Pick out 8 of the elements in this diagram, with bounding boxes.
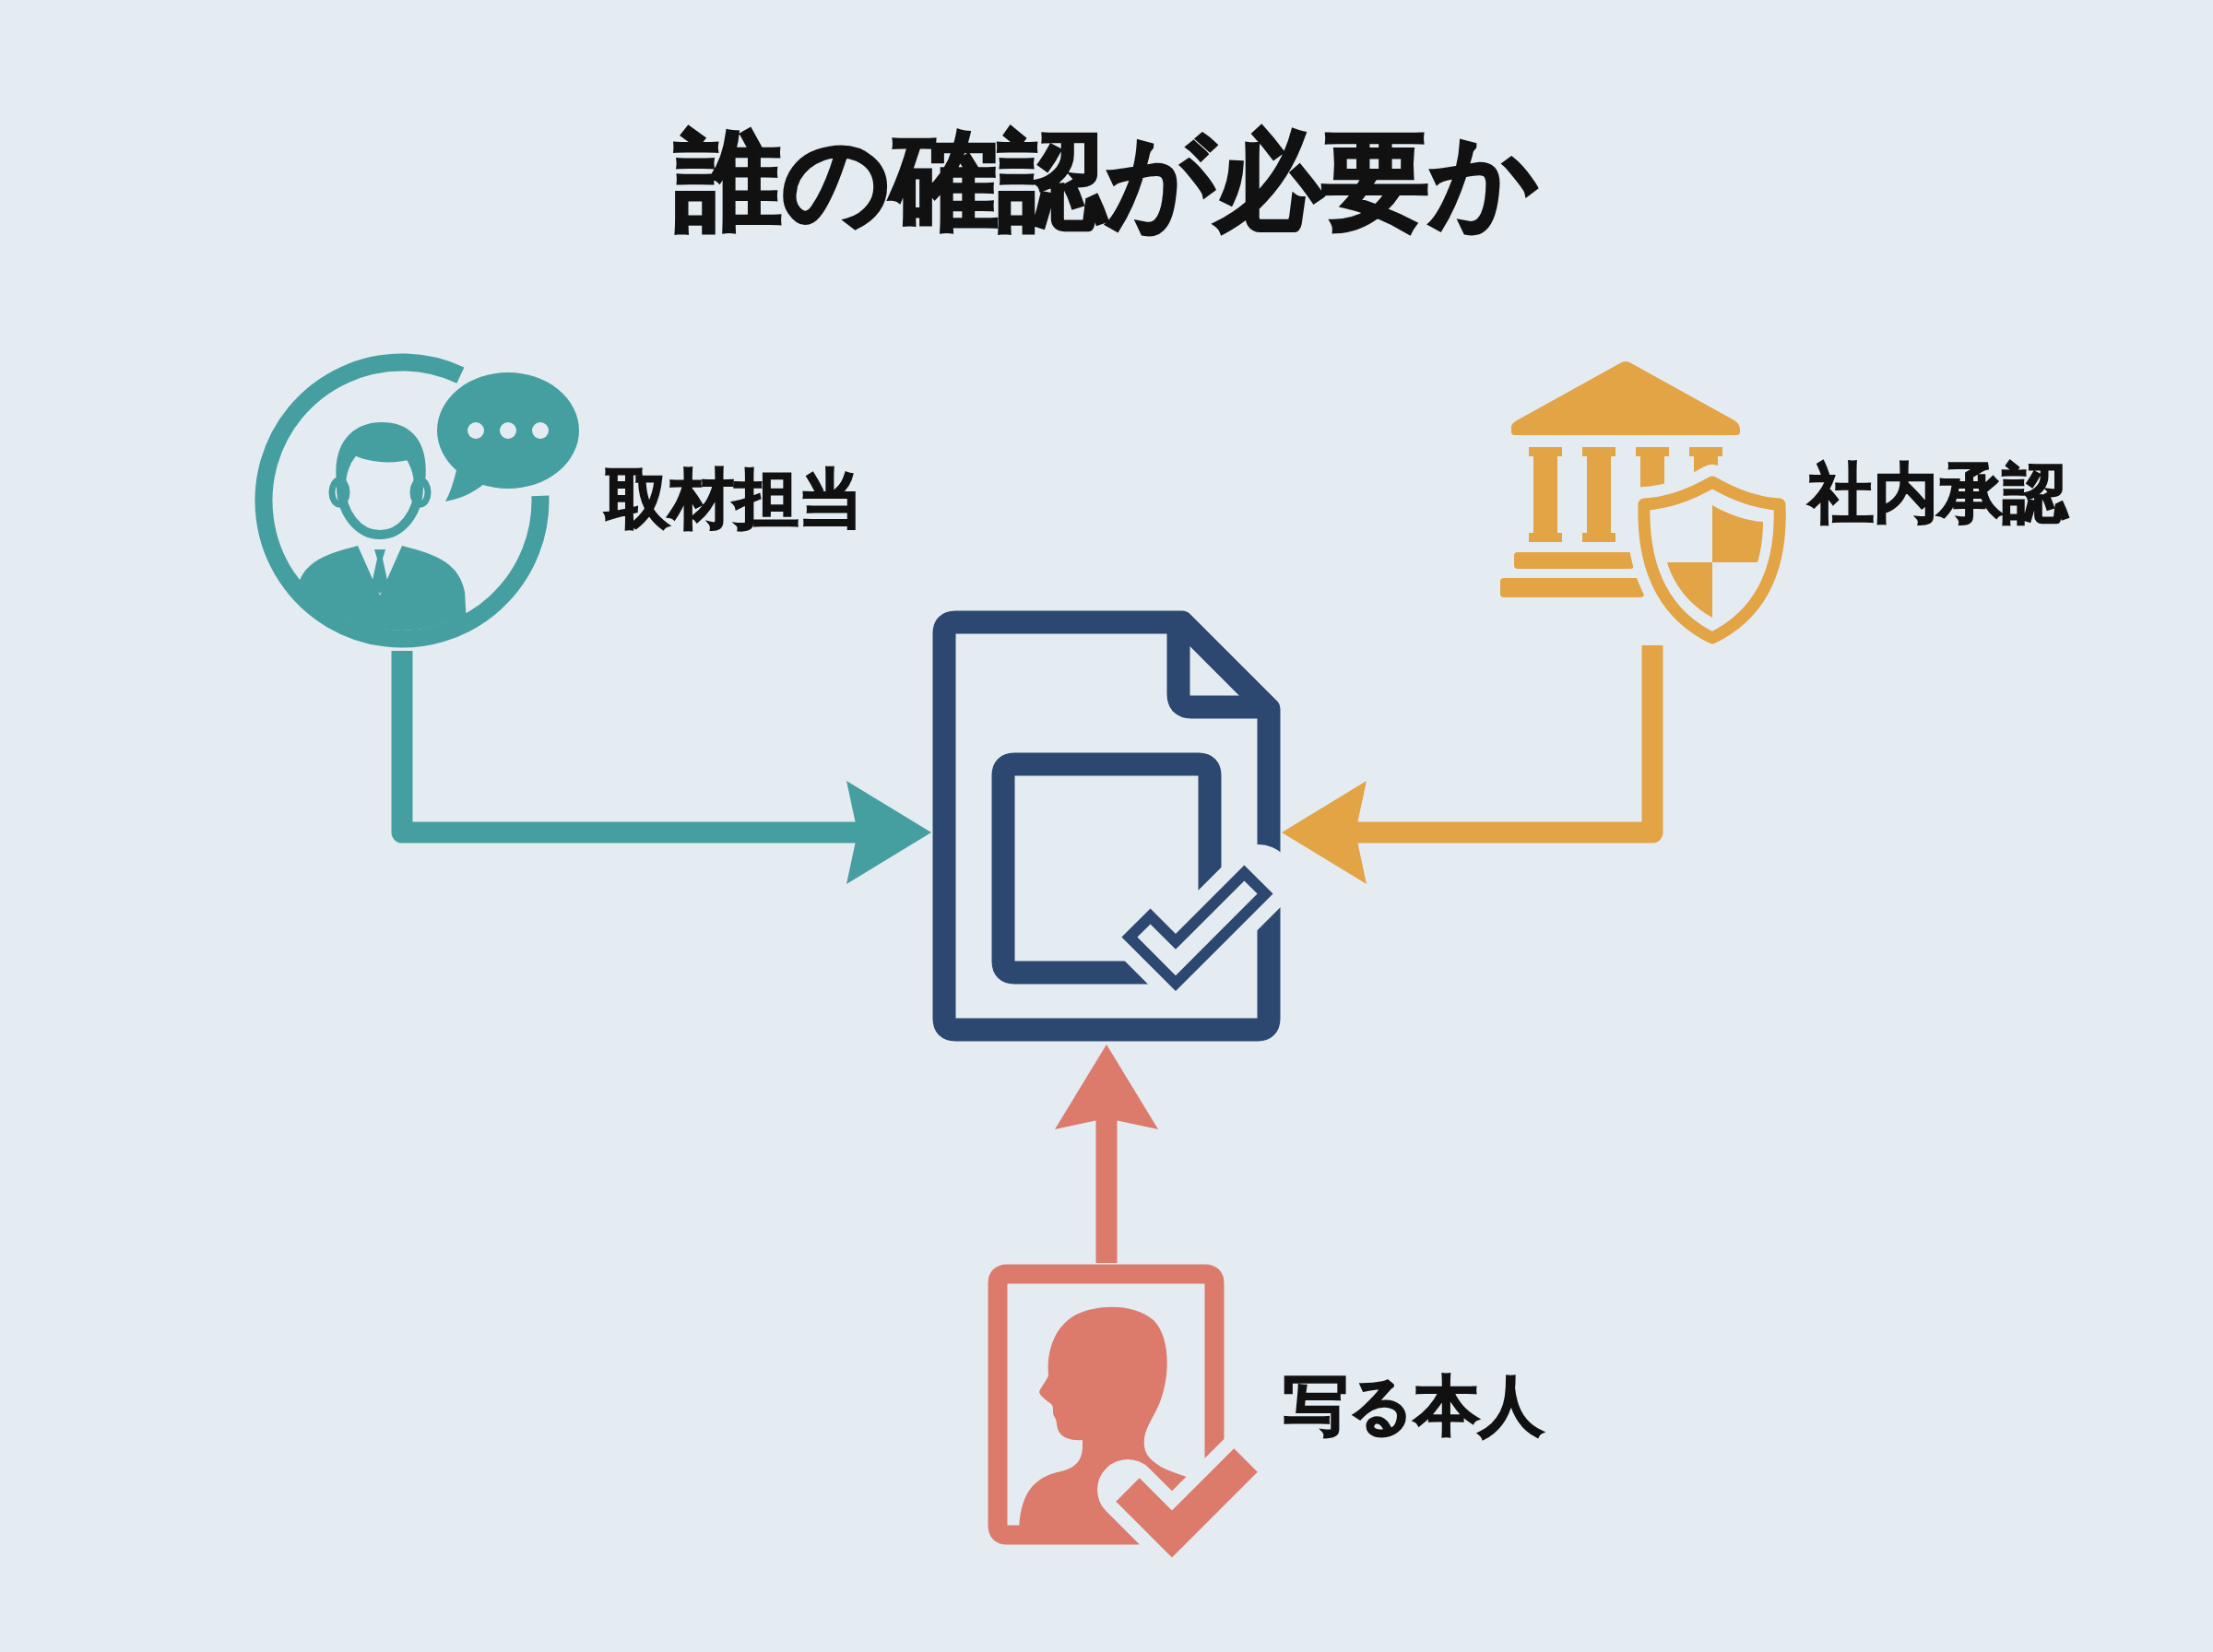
arrow <box>1282 645 1663 884</box>
arrow <box>391 651 931 884</box>
role-label: 写る本人 <box>1284 1374 1544 1438</box>
arrow <box>1055 1044 1158 1263</box>
role-label: 取材担当 <box>605 466 863 531</box>
role-label: 社内承認 <box>1809 461 2067 525</box>
document-check-icon <box>931 609 1282 1044</box>
title: 誰の確認が必要か <box>674 127 1539 234</box>
